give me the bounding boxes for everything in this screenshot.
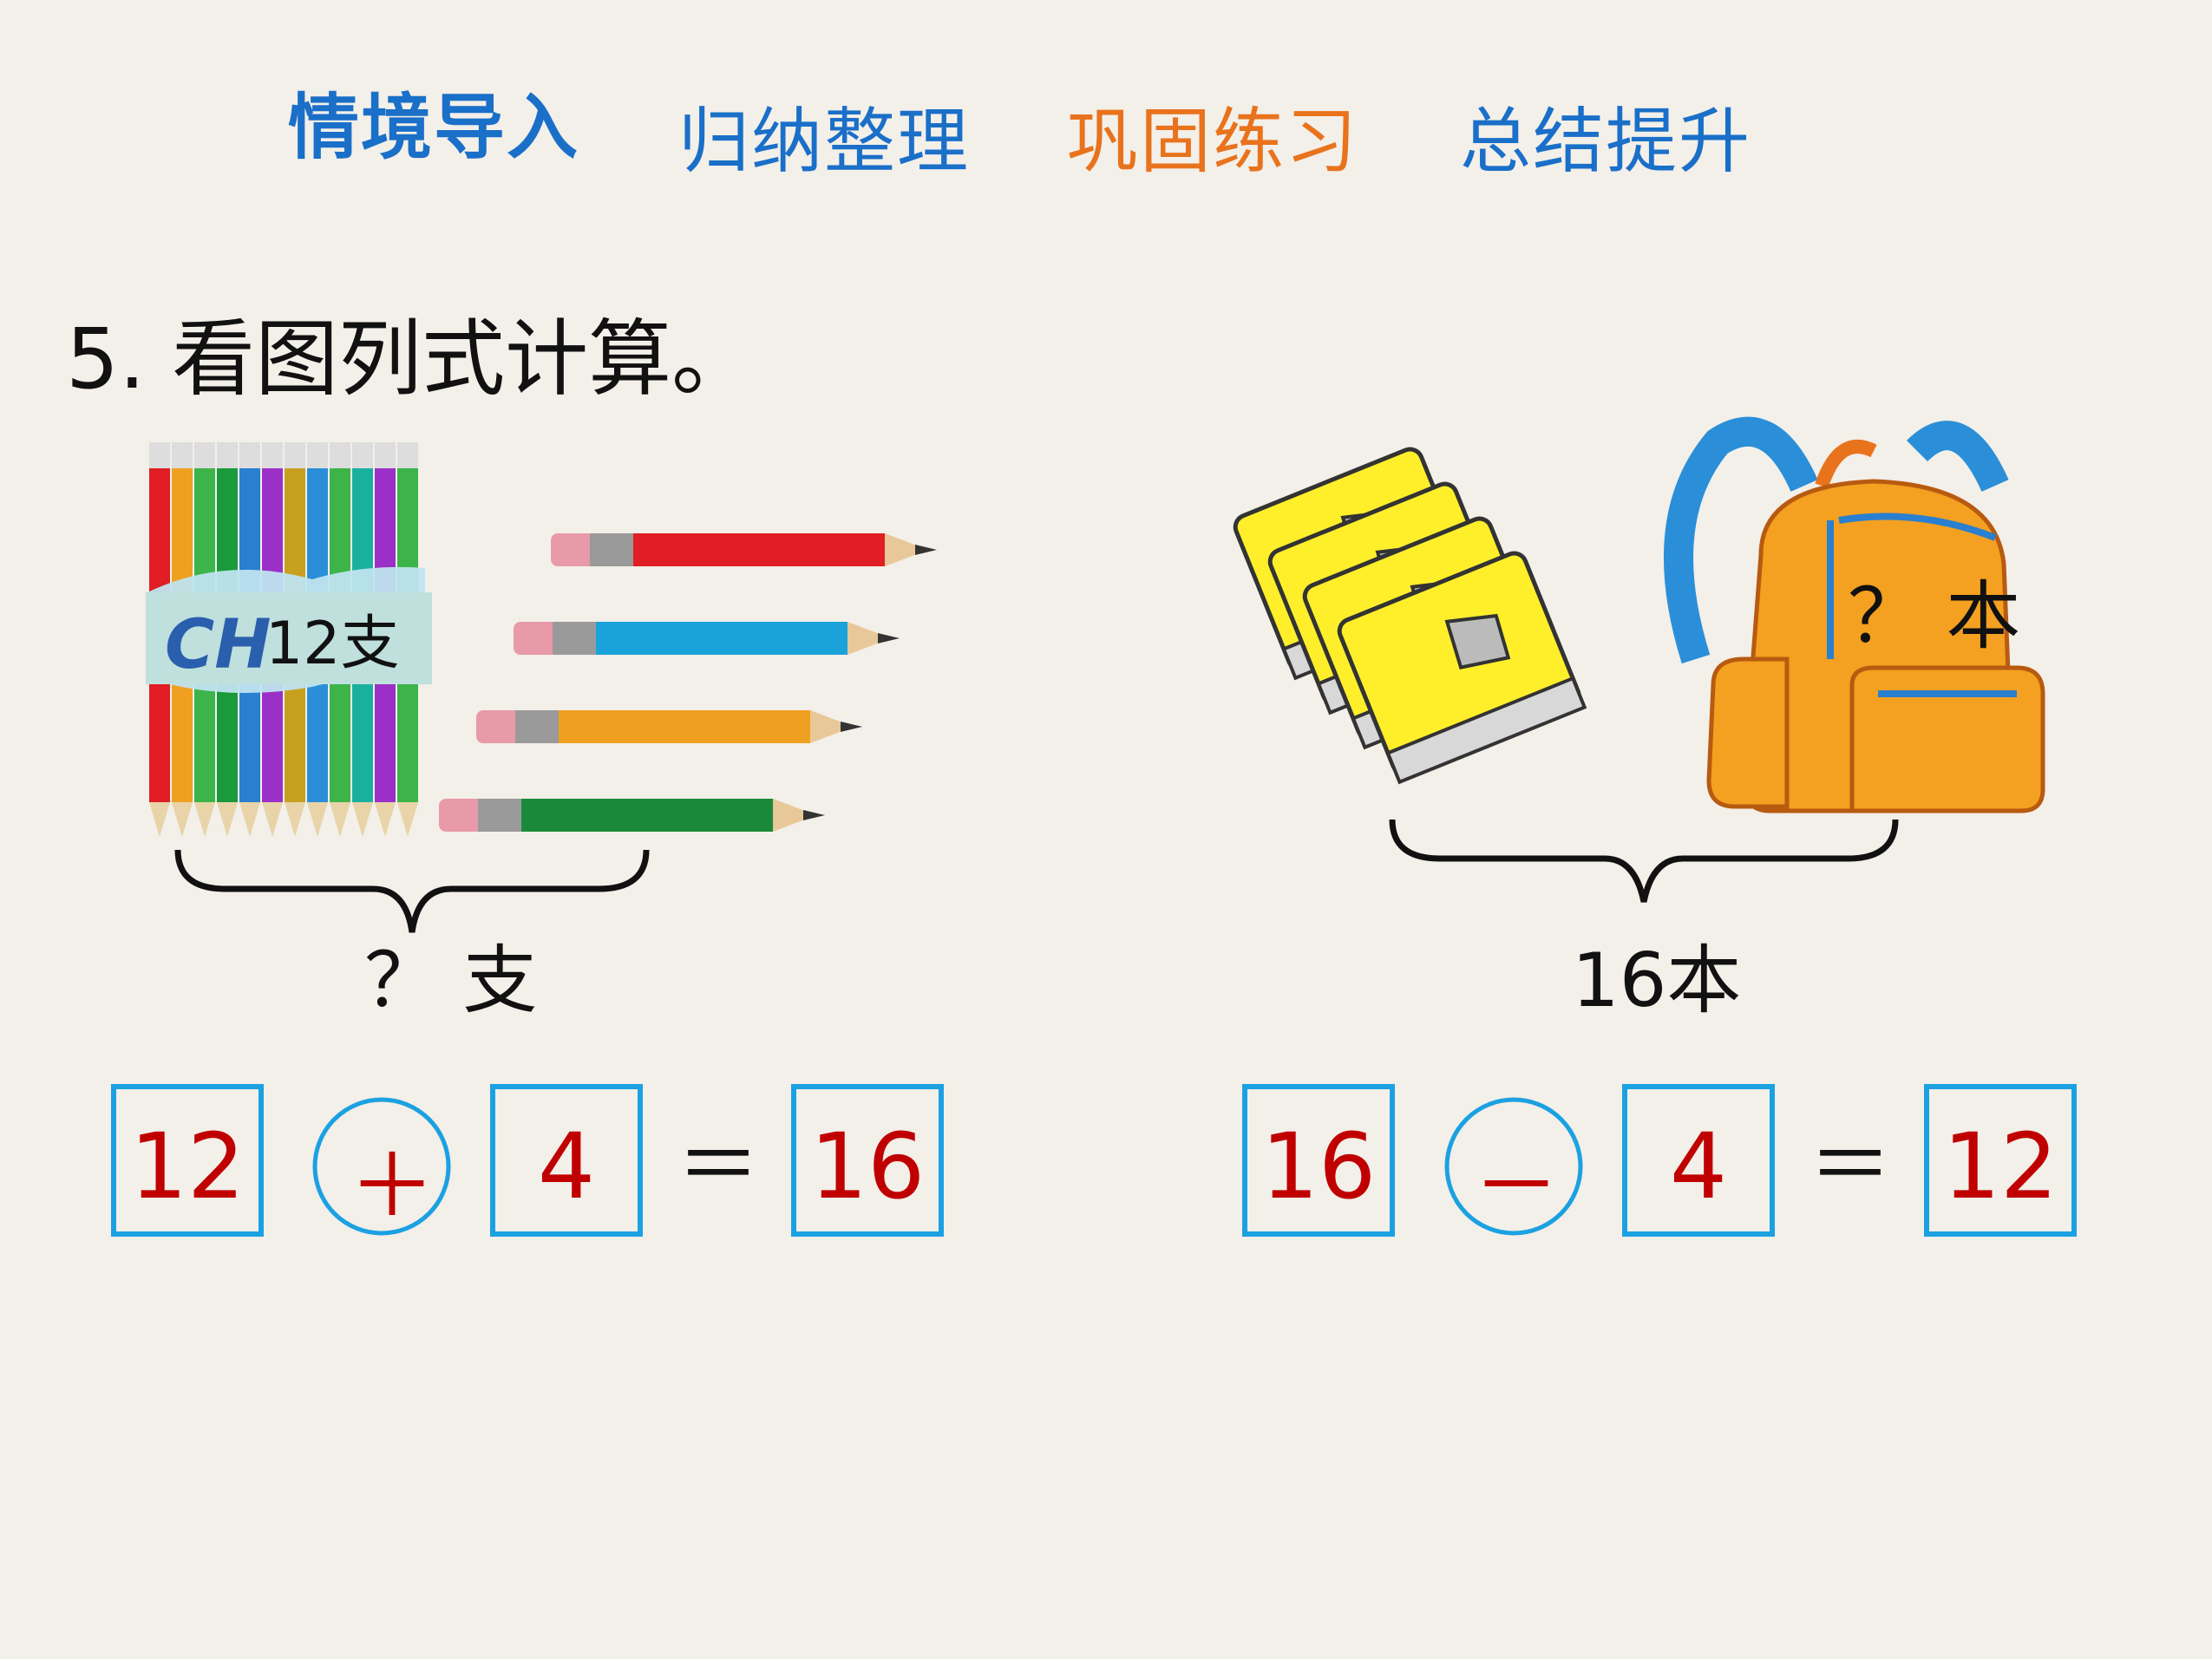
section-nav: 情境导入 归纳整理 巩固练习 总结提升 [0, 69, 2212, 183]
books-image [1233, 447, 1587, 785]
loose-pencils-image [439, 533, 937, 832]
bundle-count-label: 12支 [265, 610, 400, 678]
pencil-tip [330, 802, 350, 837]
equals-sign-right: ＝ [1809, 1117, 1892, 1214]
pencil-end-cap [375, 442, 396, 468]
pencil-tip [194, 802, 215, 837]
svg-text:CH: CH [165, 606, 272, 684]
tab-situation-intro[interactable]: 情境导入 [288, 87, 580, 169]
pencil-end-cap [194, 442, 215, 468]
equation-right-second-number: 4 [1622, 1084, 1775, 1237]
tab-summarize-organize[interactable]: 归纳整理 [678, 101, 971, 183]
equation-right-first-number: 16 [1242, 1084, 1395, 1237]
pencil-end-cap [307, 442, 328, 468]
plus-circle [312, 1097, 451, 1236]
pencil-end-cap [239, 442, 260, 468]
pencil-end-cap [262, 442, 283, 468]
pencil-end-cap [397, 442, 418, 468]
pencil-tip [172, 802, 193, 837]
question-title: 5. 看图列式计算。 [66, 310, 756, 408]
pencil-tip [149, 802, 170, 837]
pencil-tip [262, 802, 283, 837]
pencil-tip [307, 802, 328, 837]
left-brace [174, 849, 650, 933]
tab-consolidation-practice[interactable]: 巩固练习 [1067, 101, 1359, 183]
pencil-tip [239, 802, 260, 837]
pencil-bundle-image: CH [146, 442, 432, 837]
pencil-tip [397, 802, 418, 837]
equation-left-first-number: 12 [111, 1084, 264, 1237]
pencil-end-cap [149, 442, 170, 468]
pencil-tip [375, 802, 396, 837]
brand-logo: CH [165, 606, 272, 684]
backpack-image [1664, 416, 2045, 813]
equation-right-result: 12 [1924, 1084, 2077, 1237]
pencil-tip [352, 802, 373, 837]
pencil-end-cap [285, 442, 305, 468]
pencil-tip [285, 802, 305, 837]
tab-summary-improvement[interactable]: 总结提升 [1460, 101, 1752, 183]
right-brace [1389, 819, 1899, 903]
pencil-end-cap [217, 442, 238, 468]
book-total-label: 16本 [1572, 937, 1742, 1024]
equation-left-second-number: 4 [490, 1084, 643, 1237]
pencil-end-cap [352, 442, 373, 468]
equation-left-result: 16 [791, 1084, 944, 1237]
minus-circle [1444, 1097, 1583, 1236]
minus-operator: － [1473, 1135, 1560, 1237]
bag-book-count-label: ？ 本 [1848, 573, 2021, 660]
equals-sign-left: ＝ [677, 1117, 760, 1214]
pencil-tip [217, 802, 238, 837]
plus-operator: ＋ [349, 1135, 435, 1237]
pencil-end-cap [330, 442, 350, 468]
pencil-end-cap [172, 442, 193, 468]
pencil-total-label: ？ 支 [364, 937, 538, 1024]
